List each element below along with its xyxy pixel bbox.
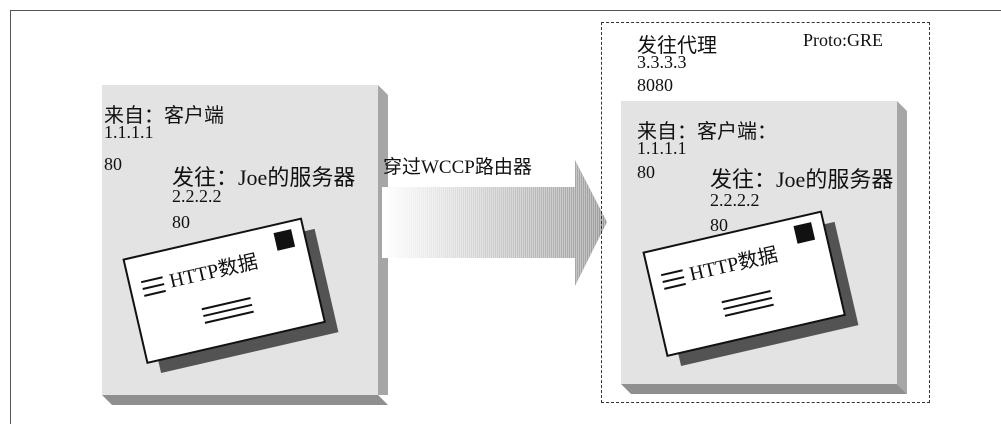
right-from-label: 来自：客户端： [637,121,777,143]
left-from-label: 来自：客户端 [104,105,224,127]
gre-proxy-port: 8080 [637,75,673,95]
gre-packet-boundary [601,22,930,403]
wccp-route-arrow [382,160,607,286]
diagram: HTTP数据 HTTP数据 来自：客户端 1.1.1.1 80 发往：Joe的服… [102,22,930,405]
right-from-port: 80 [637,162,655,182]
left-envelope-body [122,217,326,365]
gre-proxy-ip: 3.3.3.3 [637,52,687,72]
right-envelope: HTTP数据 [642,210,859,367]
left-envelope: HTTP数据 [122,217,339,374]
diagram-frame [10,10,1001,424]
right-to-ip: 2.2.2.2 [710,190,760,210]
left-from-port: 80 [104,154,122,174]
right-to-label: 发往：Joe的服务器 [710,167,894,192]
right-panel-side-shadow [897,101,907,394]
right-to-port: 80 [710,215,728,235]
left-panel-bottom-shadow [102,395,388,405]
left-to-port: 80 [172,212,190,232]
right-envelope-body [642,210,846,358]
left-to-label: 发往：Joe的服务器 [172,165,356,190]
left-from-ip: 1.1.1.1 [104,122,154,142]
right-envelope-stamp-icon [793,222,816,244]
right-panel-bottom-shadow [621,384,907,394]
gre-to-proxy-label: 发往代理 [637,35,717,57]
left-envelope-stamp-icon [273,229,296,251]
route-label: 穿过WCCP路由器 [383,157,532,178]
gre-proto-label: Proto:GRE [803,30,884,50]
left-to-ip: 2.2.2.2 [172,186,222,206]
diagram-graphics: HTTP数据 HTTP数据 [102,85,907,405]
right-from-ip: 1.1.1.1 [637,138,687,158]
